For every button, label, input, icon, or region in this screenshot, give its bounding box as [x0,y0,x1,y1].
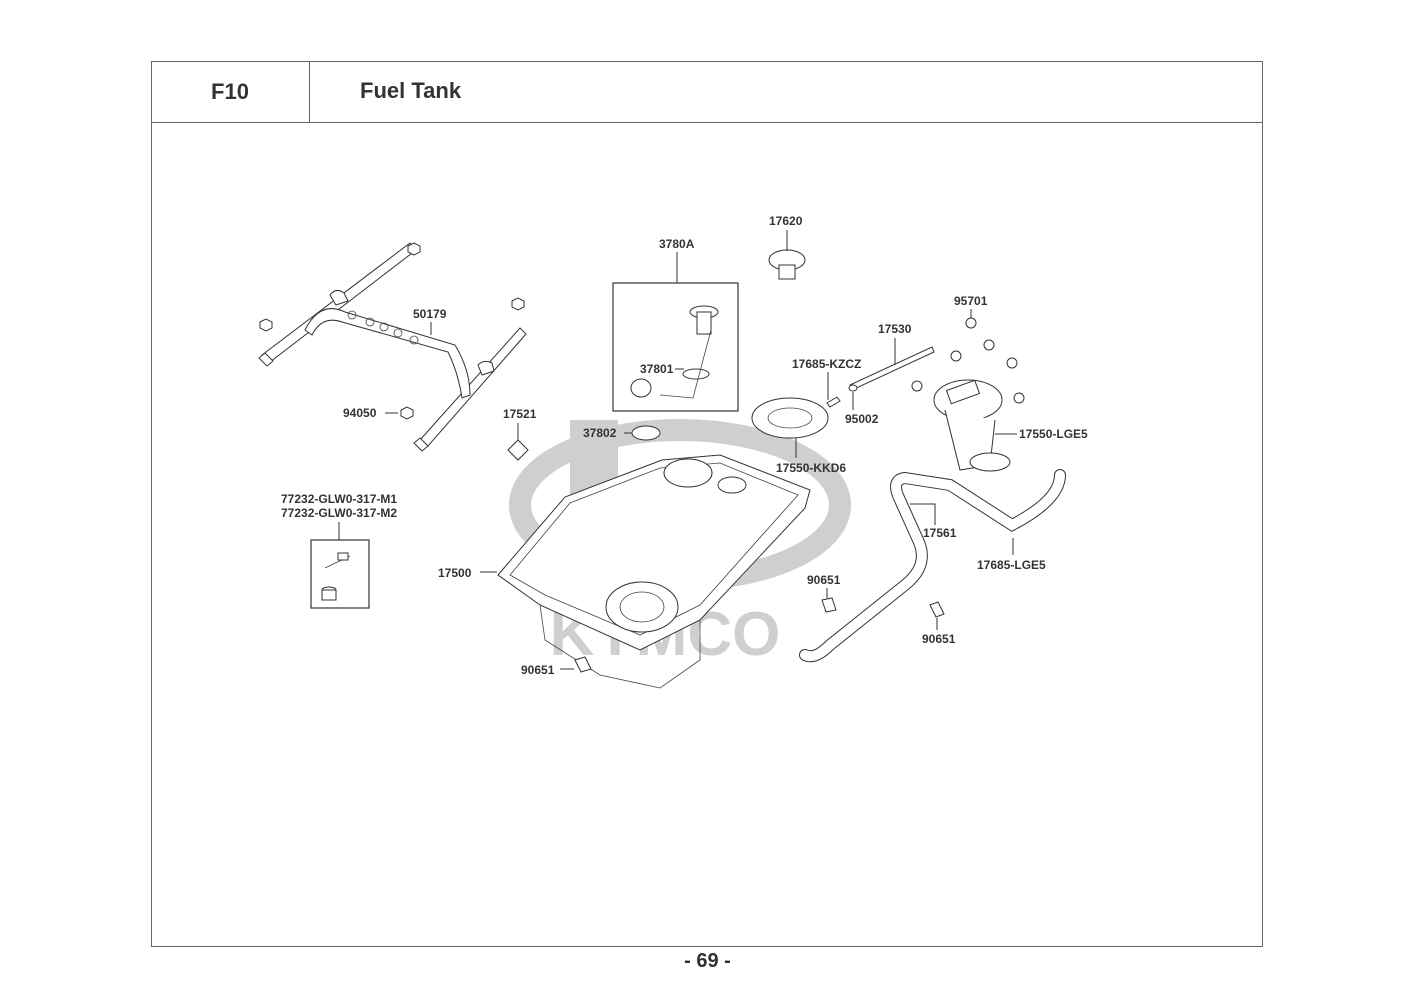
fuel-hoses[interactable] [799,469,1066,663]
hose-clips[interactable] [574,597,945,673]
fuel-tank-bracket[interactable] [258,242,527,452]
callout-17550-lge5: 17550-LGE5 [1019,427,1088,441]
fuel-tank[interactable] [497,454,811,689]
callout-37802: 37802 [583,426,617,440]
callout-labels: 50179 94050 17521 77232-GLW0-317-M1 7723… [281,214,1088,677]
fuel-unit-lock-ring[interactable] [631,425,661,441]
callout-17530: 17530 [878,322,912,336]
callout-77232-m2: 77232-GLW0-317-M2 [281,506,397,520]
hose-clip-icon[interactable] [929,601,945,618]
leader-lines [338,230,1017,670]
fuel-unit-assembly-box[interactable] [612,282,739,412]
filler-tray[interactable] [751,397,829,439]
callout-17620: 17620 [769,214,803,228]
fuel-filler-cap[interactable] [768,249,806,280]
fuel-unit [630,305,719,399]
tube-joint[interactable] [826,396,841,408]
hose-clip-icon[interactable] [821,597,837,613]
callout-17685-lge5: 17685-LGE5 [977,558,1046,572]
callout-17500: 17500 [438,566,472,580]
callout-37801: 37801 [640,362,674,376]
callout-90651-hose-right: 90651 [922,632,956,646]
callout-17685-kzcz: 17685-KZCZ [792,357,861,371]
page-number: - 69 - [684,950,731,972]
callout-17561: 17561 [923,526,957,540]
nut-icon[interactable] [511,297,525,311]
callout-50179: 50179 [413,307,447,321]
callout-17521: 17521 [503,407,537,421]
fuel-pump[interactable] [933,379,1011,472]
callout-3780A: 3780A [659,237,695,251]
tube-clip[interactable] [848,384,858,392]
nut-icon[interactable] [407,242,421,256]
seat-lock-set-box[interactable] [310,539,370,609]
callout-77232-m1: 77232-GLW0-317-M1 [281,492,397,506]
rubber-pad[interactable] [507,439,529,461]
section-title: Fuel Tank [360,78,462,103]
callout-95701: 95701 [954,294,988,308]
callout-17550-kkd6: 17550-KKD6 [776,461,846,475]
hose-clip-icon[interactable] [574,656,592,673]
callout-95002: 95002 [845,412,879,426]
callout-90651-tank: 90651 [521,663,555,677]
diagram-frame [151,61,1263,947]
seat-lock-set [321,552,351,601]
section-code: F10 [151,61,310,123]
section-title-cell: Fuel Tank [310,61,1263,123]
flange-nuts[interactable] [259,242,525,420]
nut-icon[interactable] [400,406,414,420]
flange-bolts[interactable] [911,317,1025,404]
callout-94050: 94050 [343,406,377,420]
nut-icon[interactable] [259,318,273,332]
callout-90651-hose-left: 90651 [807,573,841,587]
